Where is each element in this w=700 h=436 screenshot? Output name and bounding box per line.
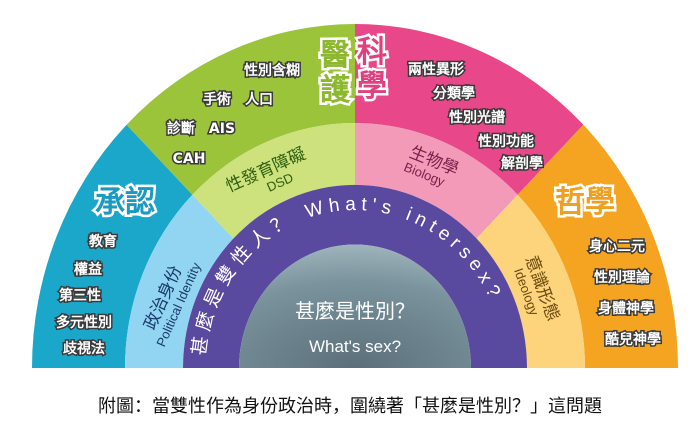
science-item: 解剖學 <box>501 155 543 172</box>
philosophy-title: 哲學 <box>555 185 615 220</box>
medical-item: 性別含糊 <box>244 62 300 79</box>
science-item: 性別光譜 <box>449 109 505 126</box>
intersex-ring <box>183 184 527 368</box>
medical-item: 診斷 AIS <box>167 120 235 137</box>
philosophy-item: 性別理論 <box>594 269 651 286</box>
philosophy-inner-sector <box>476 194 585 368</box>
philosophy-item: 身心二元 <box>589 238 645 255</box>
science-title-2: 學 <box>357 69 387 104</box>
medical-inner-sector <box>192 123 355 239</box>
science-items: 兩性異形 分類學 性別光譜 性別功能 解剖學 <box>407 60 545 174</box>
core-question-zh: 甚麼是性別？ <box>295 299 415 323</box>
figure-caption: 附圖：當雙性作為身份政治時，圍繞著「甚麼是性別？」這問題 <box>98 396 602 417</box>
recognition-item: 教育 <box>89 233 117 250</box>
science-sector <box>355 24 584 195</box>
philosophy-items: 身心二元 性別理論 身體神學 酷兒神學 <box>588 237 663 350</box>
recognition-items: 教育 權益 第三性 多元性別 歧視法 <box>55 232 119 359</box>
medical-sector <box>126 24 355 195</box>
philosophy-item: 酷兒神學 <box>605 331 661 348</box>
philosophy-item: 身體神學 <box>598 300 654 317</box>
core-circle <box>239 244 471 368</box>
philosophy-sector <box>517 124 678 368</box>
science-item: 性別功能 <box>478 133 534 150</box>
science-title-1: 科 <box>357 35 387 70</box>
medical-title-2: 護 <box>320 73 351 108</box>
recognition-sector <box>32 124 193 368</box>
medical-items: 性別含糊 手術 人口 診斷 AIS CAH <box>165 61 301 169</box>
core-question-en: What's sex? <box>309 337 401 356</box>
recognition-title: 承認 <box>95 185 155 220</box>
recognition-item: 歧視法 <box>63 340 105 357</box>
recognition-item: 第三性 <box>59 287 101 304</box>
medical-item: CAH <box>173 151 206 167</box>
recognition-item: 權益 <box>74 261 102 278</box>
recognition-item: 多元性別 <box>56 314 112 331</box>
science-item: 兩性異形 <box>408 61 464 78</box>
recognition-inner-sector <box>125 194 234 368</box>
medical-item: 手術 人口 <box>203 91 273 108</box>
science-inner-sector <box>355 123 518 239</box>
science-item: 分類學 <box>433 86 475 102</box>
medical-title-1: 醫 <box>320 38 350 73</box>
